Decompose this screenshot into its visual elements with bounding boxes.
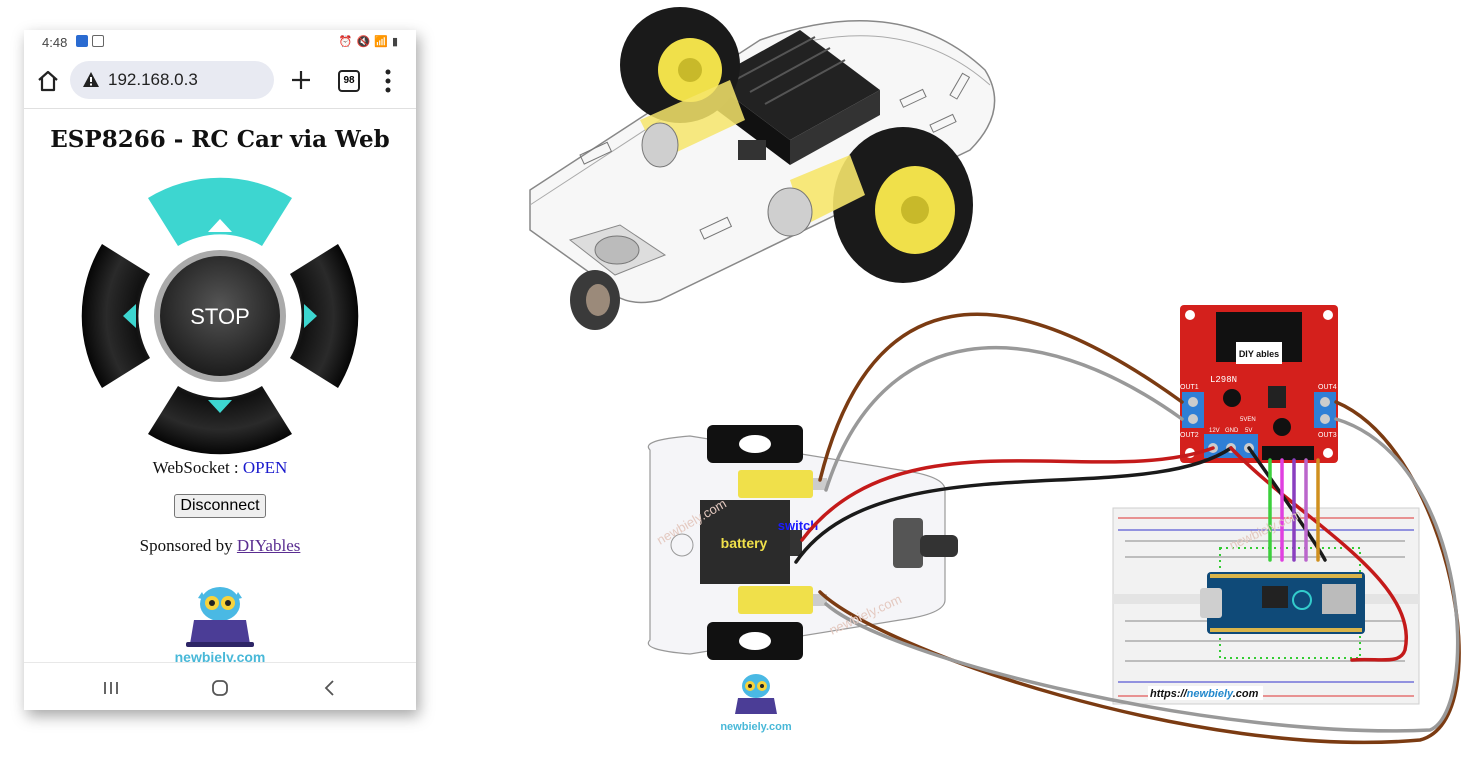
logo-text: newbiely.com bbox=[174, 649, 266, 665]
breadboard: https://newbiely.com bbox=[1112, 507, 1420, 705]
home-icon[interactable] bbox=[36, 69, 60, 93]
notification-app-icon bbox=[76, 35, 88, 47]
caster-wheel-3d bbox=[568, 224, 667, 330]
battery-pack bbox=[700, 500, 790, 584]
microcontroller-board bbox=[1200, 572, 1365, 634]
wires bbox=[794, 312, 1461, 745]
address-bar[interactable]: 192.168.0.3 bbox=[70, 61, 274, 99]
pin-gnd-label: GND bbox=[1225, 428, 1239, 434]
switch-label: switch bbox=[778, 518, 819, 533]
url-text: 192.168.0.3 bbox=[108, 70, 198, 89]
backward-button[interactable] bbox=[148, 386, 292, 455]
alarm-icon: ⏰ bbox=[338, 36, 353, 48]
status-bar: 4:48 ⏰ 🔇 📶 ▮ bbox=[24, 30, 416, 54]
motor-driver-board: DIY ables L298N OUT1 OUT2 OUT3 OUT4 12V … bbox=[1180, 305, 1338, 463]
battery-label: battery bbox=[721, 535, 768, 551]
wiring-illustration: battery switch https://newbiely.com bbox=[500, 0, 1479, 763]
out3-label: OUT3 bbox=[1318, 432, 1337, 439]
switch-3d bbox=[738, 140, 766, 160]
driver-brand-label: DIY ables bbox=[1239, 349, 1279, 359]
motor-top-rear bbox=[738, 586, 813, 614]
sponsor-line: Sponsored by DIYables bbox=[24, 536, 416, 556]
out2-label: OUT2 bbox=[1180, 432, 1199, 439]
wheel-3d-right bbox=[833, 127, 973, 283]
driver-chip-label: L298N bbox=[1210, 375, 1237, 385]
car-chassis-3d bbox=[529, 7, 996, 330]
tab-count-button[interactable]: 98 bbox=[338, 70, 360, 92]
switch-top bbox=[790, 530, 802, 556]
disconnect-button[interactable]: Disconnect bbox=[174, 494, 266, 518]
new-tab-icon[interactable] bbox=[288, 67, 314, 93]
pin-5ven-label: 5VEN bbox=[1240, 417, 1256, 423]
recent-apps-icon[interactable] bbox=[102, 679, 120, 697]
out1-label: OUT1 bbox=[1180, 384, 1199, 391]
back-icon[interactable] bbox=[321, 679, 339, 697]
motor-top-front bbox=[738, 470, 813, 498]
usb-c-connector bbox=[1200, 588, 1222, 618]
websocket-state: OPEN bbox=[242, 458, 288, 477]
stop-label: STOP bbox=[190, 304, 250, 329]
android-nav-bar bbox=[24, 662, 416, 710]
phone-screen: 4:48 ⏰ 🔇 📶 ▮ 192.168.0.3 98 bbox=[24, 30, 416, 710]
caster-top bbox=[893, 518, 923, 568]
direction-pad: STOP bbox=[81, 177, 359, 455]
battery-icon: ▮ bbox=[391, 36, 398, 48]
websocket-label: WebSocket : bbox=[152, 458, 243, 477]
warning-icon bbox=[83, 72, 99, 87]
translate-icon bbox=[92, 35, 104, 47]
sponsor-link[interactable]: DIYables bbox=[236, 536, 301, 555]
sponsor-prefix: Sponsored by bbox=[139, 536, 237, 555]
owl-logo bbox=[186, 587, 254, 647]
stop-button[interactable]: STOP bbox=[154, 250, 286, 382]
home-nav-icon[interactable] bbox=[211, 679, 229, 697]
left-button[interactable] bbox=[81, 244, 150, 388]
page-title: ESP8266 - RC Car via Web bbox=[50, 126, 390, 153]
wiring-diagram: battery switch https://newbiely.com bbox=[529, 7, 1461, 745]
wifi-icon: 📶 bbox=[374, 36, 388, 48]
breadboard-url: https://newbiely.com bbox=[1150, 688, 1259, 700]
pin-12v-label: 12V bbox=[1209, 428, 1220, 434]
terminal-out1-out2 bbox=[1182, 392, 1204, 428]
pin-5v-label: 5V bbox=[1245, 428, 1252, 434]
forward-button[interactable] bbox=[148, 177, 292, 246]
status-time: 4:48 bbox=[42, 35, 68, 50]
more-menu-icon[interactable] bbox=[384, 68, 392, 94]
diagram-logo-text: newbiely.com bbox=[720, 721, 792, 733]
browser-toolbar: 192.168.0.3 98 bbox=[24, 56, 416, 109]
out4-label: OUT4 bbox=[1318, 384, 1337, 391]
car-top-view: battery switch bbox=[647, 425, 958, 660]
right-button[interactable] bbox=[290, 244, 359, 388]
terminal-out3-out4 bbox=[1314, 392, 1336, 428]
mute-icon: 🔇 bbox=[356, 36, 371, 48]
websocket-status: WebSocket : OPEN bbox=[24, 458, 416, 478]
owl-logo-diagram bbox=[735, 674, 777, 714]
